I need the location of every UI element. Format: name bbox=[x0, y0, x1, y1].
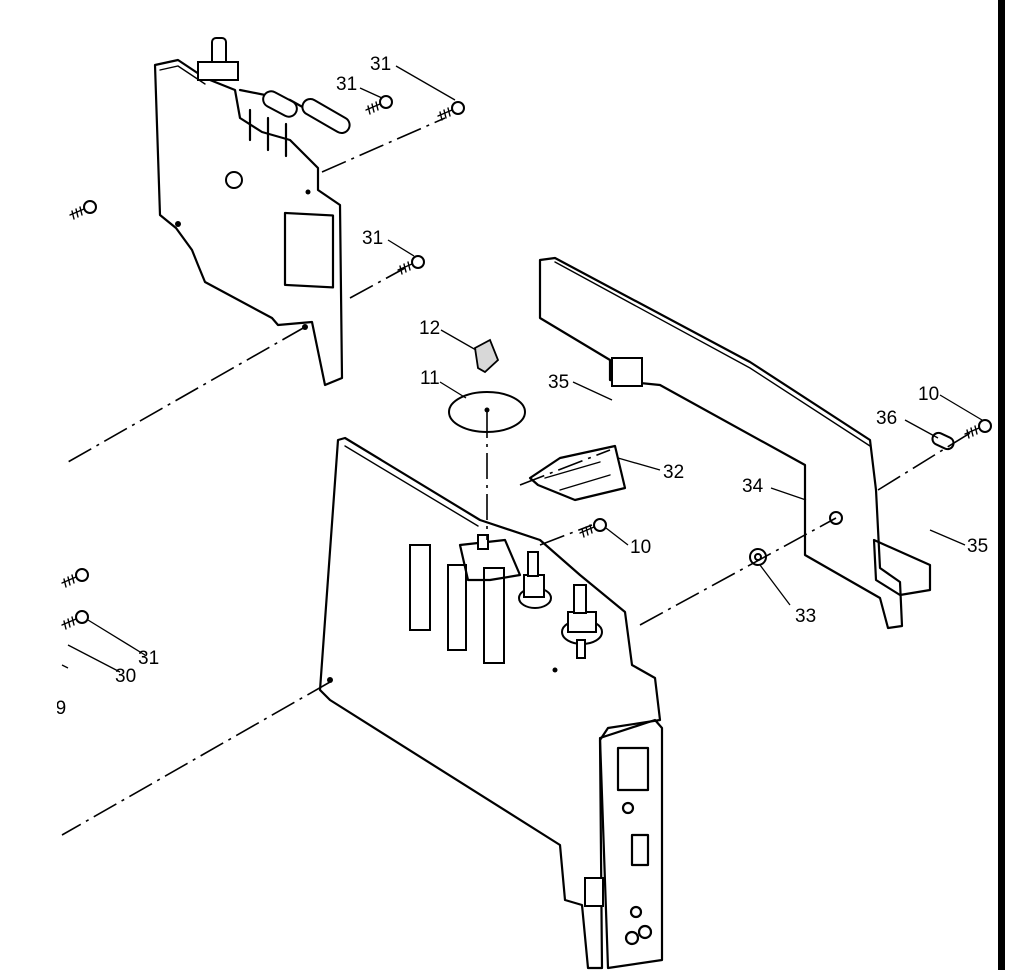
callout-12: 12 bbox=[419, 318, 440, 339]
leader-lines bbox=[61, 65, 983, 673]
callout-31-upper: 31 bbox=[336, 74, 357, 95]
long-bracket-34 bbox=[538, 256, 932, 630]
callout-31-middle: 31 bbox=[362, 228, 383, 249]
callout-30: 30 bbox=[115, 666, 136, 687]
callout-31-top: 31 bbox=[370, 54, 391, 75]
callout-35-left: 35 bbox=[548, 372, 569, 393]
lower-circuit-board bbox=[318, 436, 664, 970]
callout-32: 32 bbox=[663, 462, 684, 483]
callout-36: 36 bbox=[876, 408, 897, 429]
callout-31-lower-left: 31 bbox=[138, 648, 159, 669]
callout-10-right: 10 bbox=[918, 384, 939, 405]
callout-10-center: 10 bbox=[630, 537, 651, 558]
assembly-lines bbox=[61, 117, 976, 836]
screws bbox=[61, 95, 992, 630]
page-edge-bar bbox=[998, 0, 1005, 970]
spacer-36 bbox=[931, 431, 955, 451]
callout-33: 33 bbox=[795, 606, 816, 627]
callout-labels: 31 31 31 31 12 11 35 35 32 34 10 10 36 3… bbox=[45, 54, 988, 719]
cable-32 bbox=[528, 444, 627, 502]
knob-cap-12 bbox=[474, 338, 500, 374]
callout-11: 11 bbox=[420, 368, 440, 389]
upper-circuit-board bbox=[153, 37, 351, 387]
callout-35-right: 35 bbox=[967, 536, 988, 557]
callout-34: 34 bbox=[742, 476, 764, 497]
